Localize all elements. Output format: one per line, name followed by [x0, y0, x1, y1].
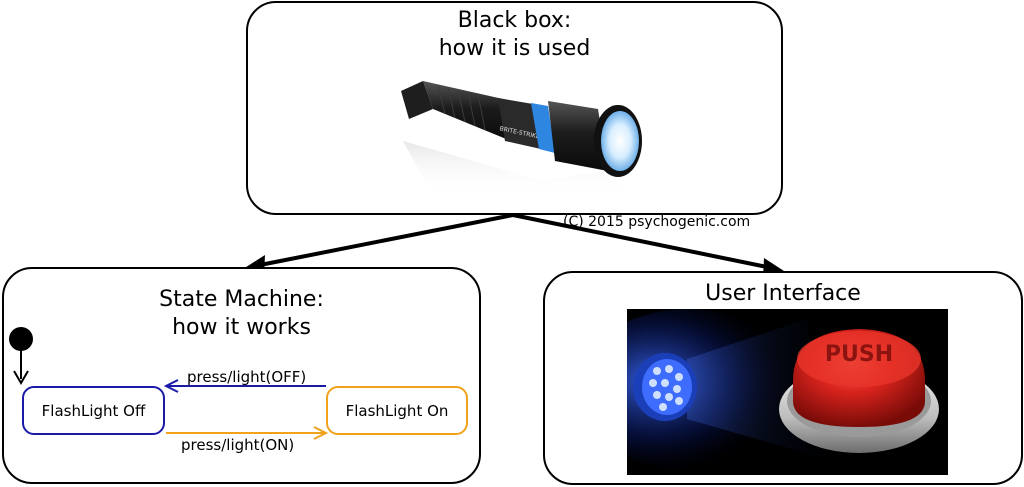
copyright-text: (C) 2015 psychogenic.com	[563, 214, 751, 230]
state-machine-title-line2: how it works	[172, 315, 311, 340]
flashlight-image: BRITE-STRIKE	[401, 81, 642, 196]
black-box-panel: Black box: how it is used	[246, 1, 783, 215]
initial-arrowhead	[13, 370, 29, 385]
black-box-title-line2: how it is used	[438, 36, 591, 61]
black-box-title-line1: Black box:	[457, 8, 572, 33]
transition-off-arrowhead	[163, 379, 179, 393]
state-flashlight-off: FlashLight Off	[22, 386, 165, 435]
transition-on-arrowhead	[313, 426, 329, 440]
push-button-image: PUSH	[627, 309, 948, 475]
initial-state-dot	[9, 327, 33, 351]
arrow-to-state-machine	[254, 213, 514, 268]
state-flashlight-off-label: FlashLight Off	[41, 401, 146, 420]
transition-on-label: press/light(ON)	[181, 436, 295, 454]
push-button-label: PUSH	[825, 342, 893, 367]
transition-off-label: press/light(OFF)	[187, 368, 307, 386]
arrow-to-user-interface	[512, 213, 773, 270]
state-machine-panel: State Machine: how it works	[2, 267, 481, 484]
state-machine-title-line1: State Machine:	[159, 287, 324, 312]
user-interface-title: User Interface	[705, 281, 861, 306]
state-flashlight-on-label: FlashLight On	[345, 401, 449, 420]
state-flashlight-on: FlashLight On	[326, 386, 468, 435]
